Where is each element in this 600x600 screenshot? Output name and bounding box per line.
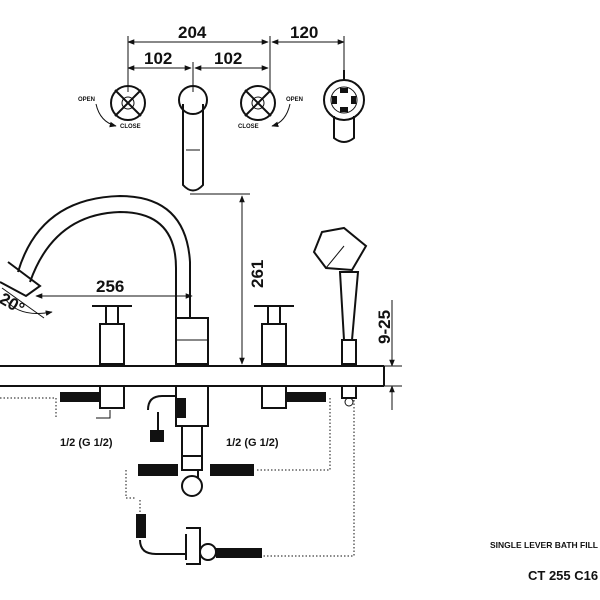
manifold xyxy=(138,455,254,497)
thread-label-right: 1/2 (G 1/2) xyxy=(226,437,279,449)
spout-top-view xyxy=(178,85,208,192)
dim-20-degrees: 20° xyxy=(0,289,28,318)
handshower-top-view xyxy=(323,70,365,143)
dim-102-right: 102 xyxy=(214,49,242,68)
handshower-front xyxy=(312,226,368,365)
below-deck-center xyxy=(147,385,209,457)
close-label-right: CLOSE xyxy=(238,124,259,130)
left-handle-top-view xyxy=(110,85,146,121)
dim-102-left: 102 xyxy=(144,49,172,68)
dim-204: 204 xyxy=(178,23,207,42)
dim-261: 261 xyxy=(248,260,267,288)
spout-body xyxy=(175,317,209,365)
spout-front-view xyxy=(0,194,191,318)
open-label-left: OPEN xyxy=(78,97,95,103)
left-valve-front xyxy=(92,305,132,365)
title-code: CT 255 C16 S xyxy=(528,568,600,583)
thread-label-left: 1/2 (G 1/2) xyxy=(60,437,113,449)
dim-120: 120 xyxy=(290,23,318,42)
below-deck-shower xyxy=(341,385,357,407)
close-label-left: CLOSE xyxy=(120,124,141,130)
diverter-assembly xyxy=(136,514,262,565)
deck-line xyxy=(0,365,385,387)
below-deck-right xyxy=(261,385,326,409)
top-dimension-lines xyxy=(127,36,345,92)
right-valve-front xyxy=(254,305,294,365)
dim-9-25: 9-25 xyxy=(375,310,394,344)
below-deck-left xyxy=(60,385,125,419)
right-handle-top-view xyxy=(240,85,276,121)
open-label-right: OPEN xyxy=(286,97,303,103)
title-description: SINGLE LEVER BATH FILL xyxy=(490,540,598,550)
dim-256: 256 xyxy=(96,277,124,296)
